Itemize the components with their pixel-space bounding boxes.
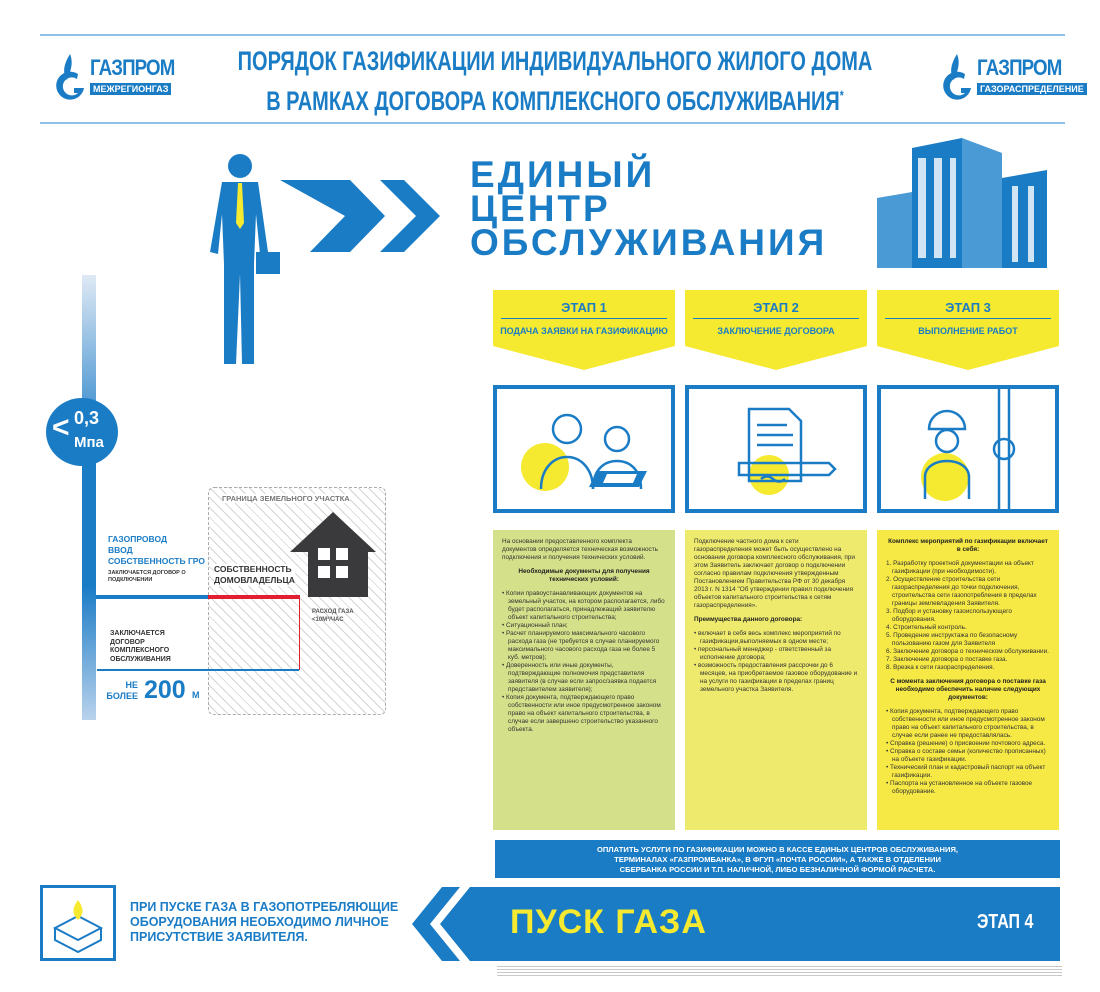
stage-2-details: Подключение частного дома к сети газорас… <box>685 530 867 830</box>
application-icon-box <box>493 385 675 513</box>
connection-contract-label: ЗАКЛЮЧАЕТСЯ ДОГОВОР О ПОДКЛЮЧЕНИИ <box>108 570 186 583</box>
gas-worker-icon <box>921 389 1016 509</box>
stage-1-header: ЭТАП 1 ПОДАЧА ЗАЯВКИ НА ГАЗИФИКАЦИЮ <box>493 290 675 370</box>
stage-3-details: Комплекс мероприятий по газификации вклю… <box>877 530 1059 830</box>
chevron-left-icon <box>412 887 472 961</box>
land-boundary-label: ГРАНИЦА ЗЕМЕЛЬНОГО УЧАСТКА <box>222 494 350 503</box>
footnote-fine-print <box>497 964 1062 978</box>
worker-icon-box <box>877 385 1059 513</box>
distance-value: 200 <box>144 676 186 704</box>
contract-document-icon <box>737 407 837 495</box>
contract-icon-box <box>685 385 867 513</box>
gas-launch-icon-box <box>40 885 116 961</box>
businessman-icon <box>210 154 280 364</box>
header-top-line <box>40 34 1065 36</box>
stage-2-header: ЭТАП 2 ЗАКЛЮЧЕНИЕ ДОГОВОРА <box>685 290 867 370</box>
gro-pipe <box>96 595 208 599</box>
owner-pipe <box>208 595 300 599</box>
gas-flow-label: РАСХОД ГАЗА<10М³/ЧАС <box>312 609 354 623</box>
header-bottom-line <box>40 122 1065 124</box>
stage-3-header: ЭТАП 3 ВЫПОЛНЕНИЕ РАБОТ <box>877 290 1059 370</box>
people-application-icon <box>521 413 647 491</box>
buildings-icon <box>877 138 1047 268</box>
stage-1-details: На основании предоставленного комплекта … <box>493 530 675 830</box>
gazprom-flame-icon <box>56 54 84 100</box>
payment-info-bar: ОПЛАТИТЬ УСЛУГИ ПО ГАЗИФИКАЦИИ МОЖНО В К… <box>495 840 1060 878</box>
red-marker-line <box>299 599 300 670</box>
house-icon <box>290 512 376 597</box>
page-title: ПОРЯДОК ГАЗИФИКАЦИИ ИНДИВИДУАЛЬНОГО ЖИЛО… <box>237 46 873 116</box>
distance-unit: М <box>192 690 200 700</box>
gazprom-flame-icon <box>943 54 971 100</box>
gas-launch-banner: ПУСК ГАЗА ЭТАП 4 <box>470 887 1060 961</box>
service-center-title: ЕДИНЫЙ ЦЕНТР ОБСЛУЖИВАНИЯ <box>470 154 828 263</box>
gas-stove-icon <box>52 900 104 954</box>
pressure-badge: < 0,3 Мпа <box>46 398 118 466</box>
chevron-arrows-icon <box>280 180 440 252</box>
distance-arrow <box>97 669 299 671</box>
gas-main-pipe <box>82 275 96 720</box>
land-plot-area <box>208 487 386 715</box>
